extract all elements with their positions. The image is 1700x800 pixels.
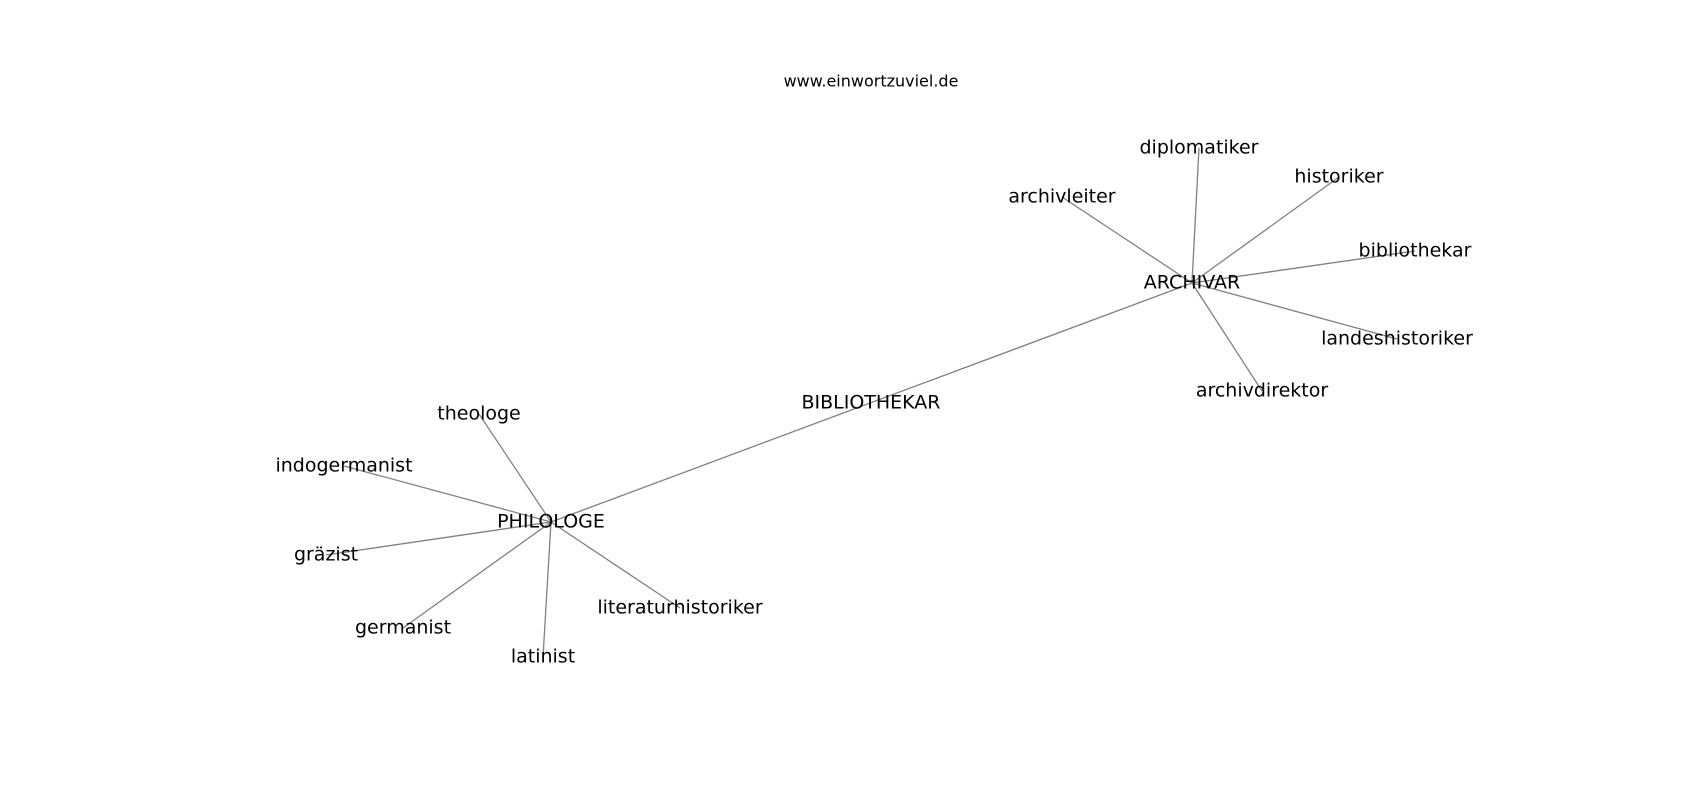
node-label-diplomatiker: diplomatiker [1139, 137, 1258, 159]
node-label-historiker: historiker [1294, 166, 1383, 188]
node-label-archivar: ARCHIVAR [1144, 272, 1240, 294]
edge-archivar-archivdirektor [1191, 282, 1263, 392]
edge-philologe-literaturhistoriker [550, 521, 681, 609]
node-label-indogermanist: indogermanist [275, 455, 412, 477]
edge-philologe-latinist [542, 521, 552, 658]
node-label-bibliothekar_center: BIBLIOTHEKAR [801, 392, 940, 414]
node-label-grazist: gräzist [294, 544, 358, 566]
node-label-germanist: germanist [355, 617, 451, 639]
edge-philologe-grazist [325, 521, 552, 556]
site-watermark: www.einwortzuviel.de [784, 72, 959, 91]
edge-archivar-diplomatiker [1191, 147, 1200, 284]
node-label-literaturhistoriker: literaturhistoriker [597, 597, 763, 619]
node-label-latinist: latinist [511, 646, 575, 668]
node-label-archivdirektor: archivdirektor [1196, 380, 1329, 402]
edge-philologe-germanist [402, 521, 552, 629]
edge-archivar-archivleiter [1061, 196, 1193, 284]
edge-archivar-bibliothekar [1191, 250, 1416, 284]
edges-layer [325, 147, 1416, 658]
node-label-theologe: theologe [437, 403, 520, 425]
edge-philologe-indogermanist [343, 465, 552, 523]
edge-philologe-theologe [478, 413, 552, 523]
node-label-archivleiter: archivleiter [1008, 186, 1115, 208]
node-label-bibliothekar: bibliothekar [1359, 240, 1472, 262]
edge-archivar-historiker [1191, 176, 1340, 284]
node-label-landeshistoriker: landeshistoriker [1321, 328, 1473, 350]
nodes-layer: BIBLIOTHEKAR ARCHIVAR PHILOLOGE diplomatike… [275, 137, 1473, 668]
edge-archivar-landeshistoriker [1191, 282, 1398, 340]
edge-archivar-philologe [550, 282, 1193, 523]
node-label-philologe: PHILOLOGE [497, 511, 605, 533]
